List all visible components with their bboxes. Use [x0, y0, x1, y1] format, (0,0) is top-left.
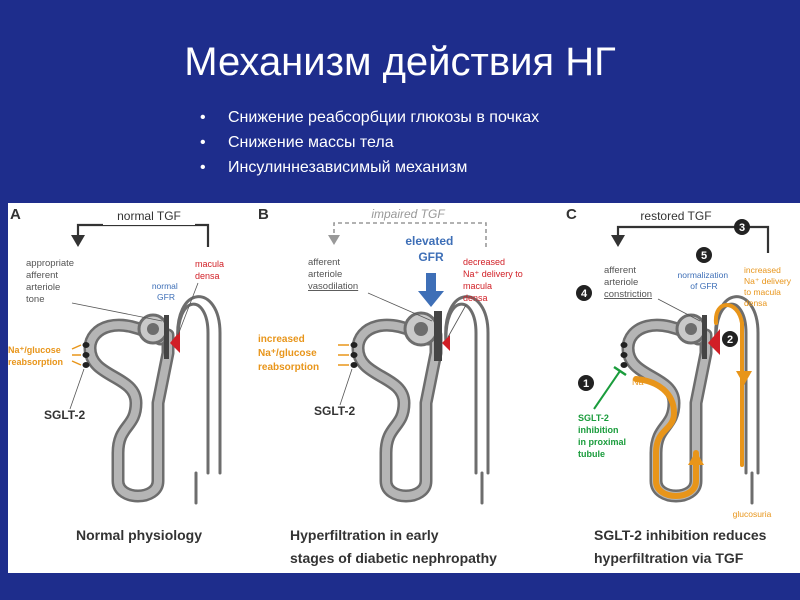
panel-c: C restored TGF afferent arteriole constr…: [566, 206, 793, 566]
svg-text:3: 3: [739, 222, 745, 234]
panel-caption: Hyperfiltration in early stages of diabe…: [290, 527, 497, 566]
tgf-label: normal TGF: [117, 209, 181, 223]
panel-a: A normal TGF appropriate afferent arteri…: [8, 206, 227, 543]
sglt2-dot: [83, 342, 90, 348]
gfr-up-arrow-icon: [418, 273, 444, 307]
panel-caption: Normal physiology: [76, 527, 202, 543]
sglt2-dot: [621, 362, 628, 368]
bullet-list: Снижение реабсорбции глюкозы в почках Сн…: [200, 108, 570, 183]
nephron-figure: A normal TGF appropriate afferent arteri…: [8, 203, 800, 573]
sglt2-dot: [621, 352, 628, 358]
afferent-arteriole-icon: [164, 315, 169, 359]
reabsorption-label: Na⁺/glucose reabsorption: [8, 345, 63, 367]
inhibition-label: SGLT-2 inhibition in proximal tubule: [578, 413, 629, 459]
bullet-item: Инсулиннезависимый механизм: [200, 158, 570, 178]
step-marker: 4: [576, 285, 592, 301]
arteriole-label: afferent arteriole vasodilation: [308, 257, 358, 292]
sglt2-dot: [83, 352, 90, 358]
svg-text:2: 2: [727, 334, 733, 346]
step-marker: 2: [722, 331, 738, 347]
glucosuria-label: glucosuria: [733, 509, 772, 519]
panel-letter: C: [566, 206, 577, 223]
panel-letter: A: [10, 206, 21, 223]
step-marker: 1: [578, 375, 594, 391]
tgf-arrowhead: [71, 235, 85, 247]
reabsorption-label: increased Na⁺/glucose reabsorption: [258, 334, 319, 373]
na-label: Na⁺: [632, 377, 649, 387]
gfr-label: elevated GFR: [405, 234, 456, 264]
na-delivery-label: decreased Na⁺ delivery to macula densa: [463, 257, 525, 303]
svg-text:5: 5: [701, 250, 707, 262]
gfr-label: normal GFR: [152, 281, 180, 302]
bullet-item: Снижение массы тела: [200, 133, 570, 153]
tgf-label: impaired TGF: [371, 207, 445, 221]
panel-letter: B: [258, 206, 269, 223]
panel-b: B impaired TGF elevated GFR afferent art…: [258, 206, 525, 566]
panel-caption: SGLT-2 inhibition reduces hyperfiltratio…: [594, 527, 770, 566]
macula-label: macula densa: [195, 259, 227, 281]
sglt2-label: SGLT-2: [44, 408, 85, 422]
bullet-item: Снижение реабсорбции глюкозы в почках: [200, 108, 570, 128]
afferent-arteriole-icon: [434, 311, 442, 361]
sglt2-dot: [83, 362, 90, 368]
tgf-label: restored TGF: [640, 209, 711, 223]
sglt2-dot: [351, 362, 358, 368]
sglt2-dot: [621, 342, 628, 348]
step-marker: 5: [696, 247, 712, 263]
tgf-arrowhead: [611, 235, 625, 247]
arteriole-label: afferent arteriole constriction: [604, 265, 652, 300]
sglt2-dot: [351, 352, 358, 358]
gfr-label: normalization of GFR: [678, 270, 731, 291]
slide-title: Механизм действия НГ: [0, 40, 800, 85]
na-delivery-label: increased Na⁺ delivery to macula densa: [744, 265, 793, 308]
svg-text:4: 4: [581, 288, 588, 300]
step-marker: 3: [734, 219, 750, 235]
inhibition-line: [594, 371, 620, 409]
svg-text:1: 1: [583, 378, 589, 390]
sglt2-label: SGLT-2: [314, 404, 355, 418]
flow-arrow-icon: [736, 371, 752, 385]
afferent-arteriole-icon: [702, 315, 707, 359]
tgf-arrowhead: [328, 235, 340, 245]
arteriole-label: appropriate afferent arteriole tone: [26, 258, 77, 305]
sglt2-dot: [351, 342, 358, 348]
tgf-loop-arrow: [78, 225, 208, 247]
